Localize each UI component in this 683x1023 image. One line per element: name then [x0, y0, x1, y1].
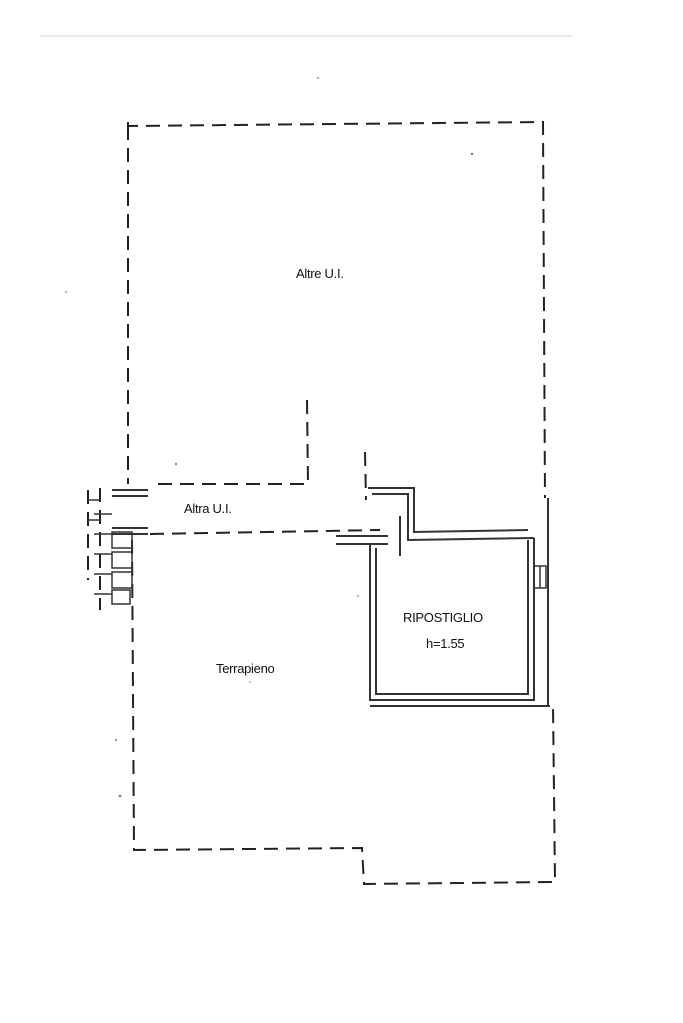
outer-boundary [127, 120, 557, 886]
corridor-label: Altra U.I. [184, 501, 232, 516]
staircase [88, 499, 133, 605]
corridor-boundary [87, 399, 381, 610]
corridor-walls [112, 489, 401, 556]
ground-fill-label: Terrapieno [216, 661, 274, 676]
storage-height-label: h=1.55 [426, 636, 464, 651]
storage-room-label: RIPOSTIGLIO [403, 610, 483, 625]
scan-specks [65, 77, 474, 798]
upper-area-label: Altre U.I. [296, 266, 344, 281]
storage-room-walls [368, 487, 550, 707]
